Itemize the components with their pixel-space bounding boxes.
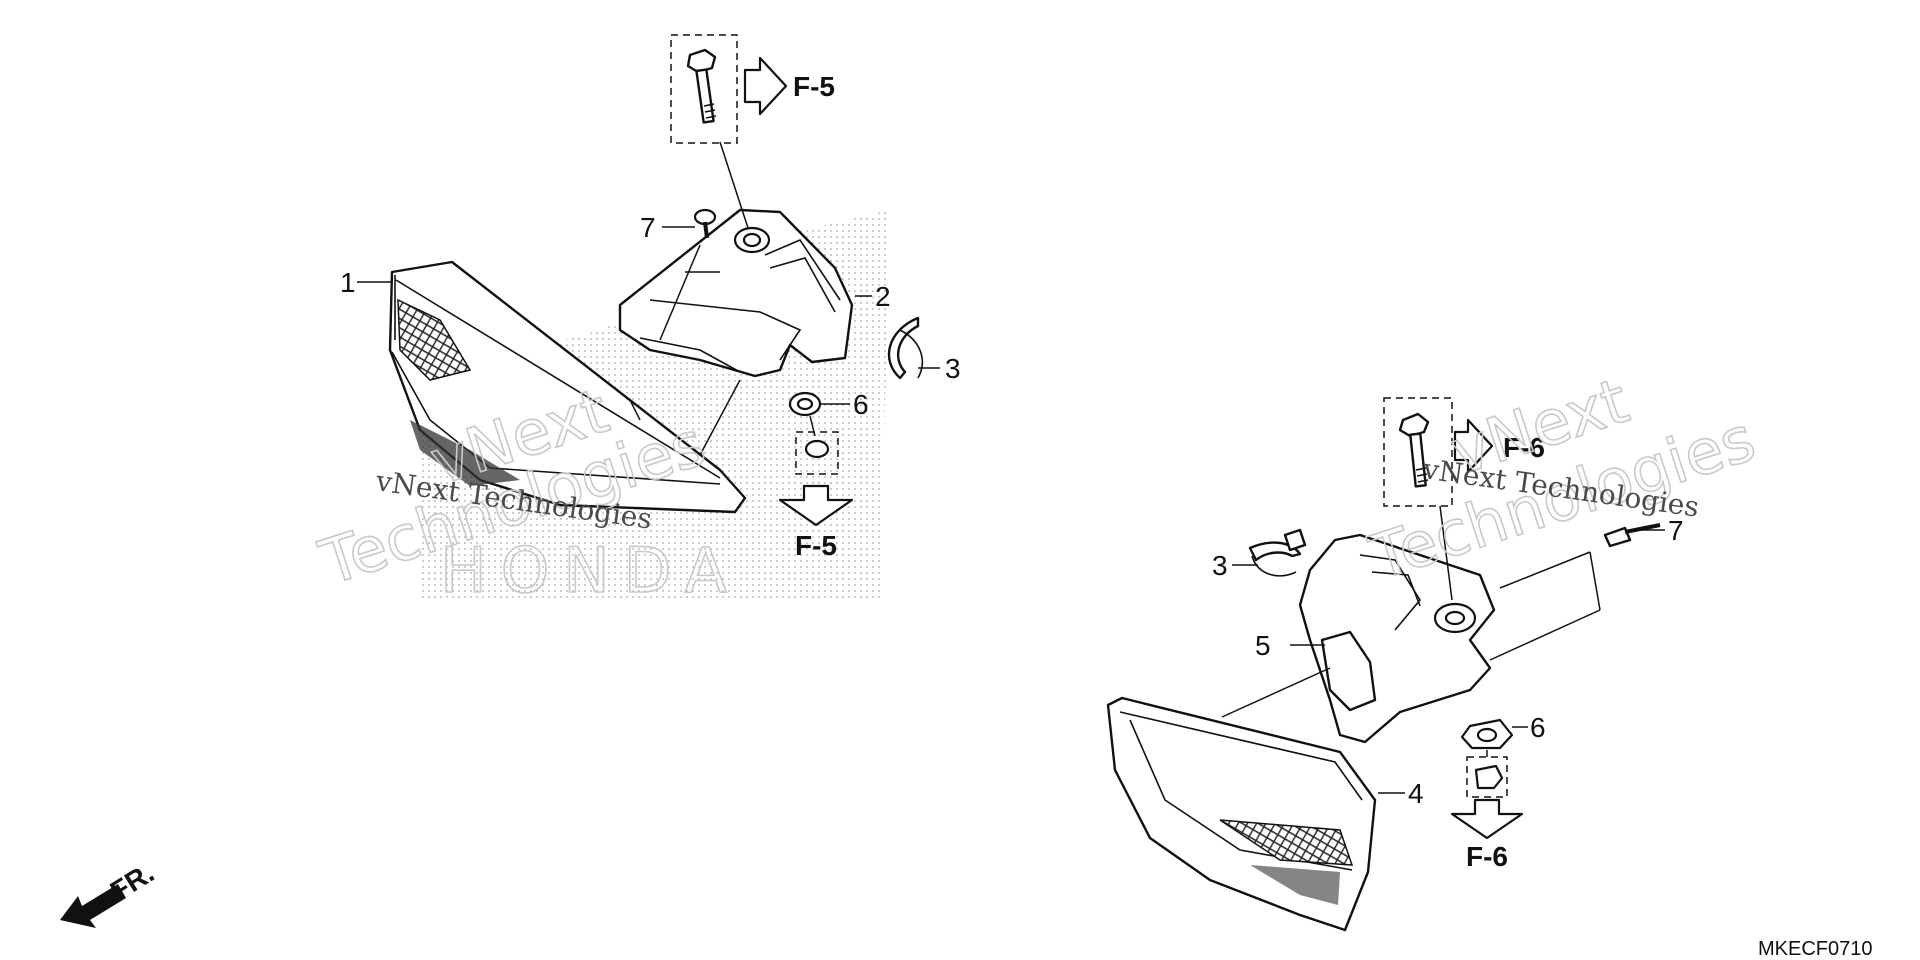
callout-7-right: 7 [1668, 515, 1684, 546]
ref-arrow-f6-bottom [1450, 798, 1524, 840]
callout-6-right: 6 [1530, 712, 1546, 743]
part-5-bracket-right [1298, 533, 1496, 744]
watermark-honda: HONDA [440, 534, 741, 607]
nut-box-left [795, 431, 839, 475]
part-4-turn-signal-right [1106, 696, 1377, 932]
callout-2-left: 2 [875, 281, 891, 312]
ref-f6-top: F-6 [1503, 432, 1545, 463]
ref-arrow-f6-top [1453, 418, 1494, 474]
leader-lines-left [357, 141, 940, 456]
part-3-clip-right [1248, 528, 1307, 577]
part-1-turn-signal-left [388, 260, 747, 514]
ref-arrow-f5-bottom [778, 484, 854, 527]
callout-6-left: 6 [853, 389, 869, 420]
ref-f6-bottom: F-6 [1466, 841, 1508, 872]
bolt-f6-right [1383, 397, 1453, 507]
ref-arrow-f5-top [743, 56, 788, 116]
ref-f5-top: F-5 [793, 71, 835, 102]
callout-3-left: 3 [945, 353, 961, 384]
part-7-screw-left [693, 208, 717, 239]
callout-3-right: 3 [1212, 550, 1228, 581]
callout-5-right: 5 [1255, 630, 1271, 661]
leader-lines-right [1221, 505, 1665, 794]
part-6-nut-right [1460, 718, 1514, 798]
callout-4-right: 4 [1408, 778, 1424, 809]
callout-1-left: 1 [340, 267, 356, 298]
part-3-clip-left [887, 316, 924, 380]
part-7-screw-right [1603, 523, 1661, 548]
front-direction-arrow: FR. [60, 857, 159, 928]
bolt-f5-left [670, 34, 738, 144]
part-2-bracket-left [618, 208, 854, 378]
diagram-code: MKECF0710 [1758, 938, 1873, 960]
ref-f5-bottom: F-5 [795, 530, 837, 561]
callout-7-left: 7 [640, 212, 656, 243]
